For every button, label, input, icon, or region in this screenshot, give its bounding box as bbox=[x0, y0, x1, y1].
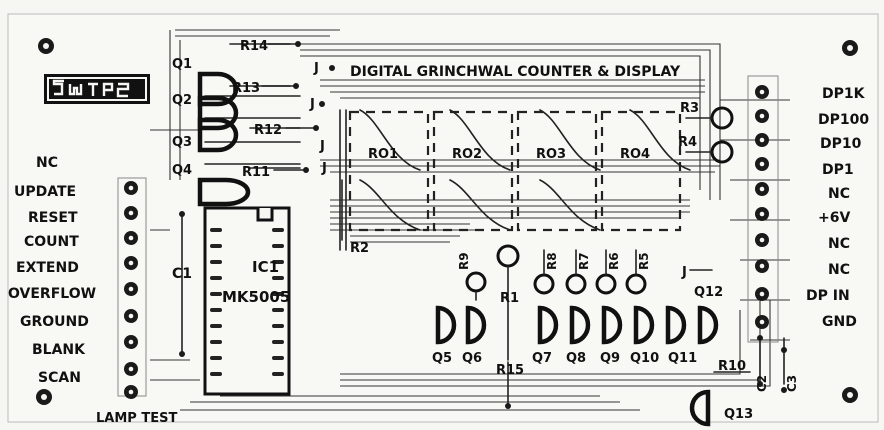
r11-label: R11 bbox=[242, 165, 270, 180]
svg-text:J: J bbox=[681, 265, 687, 280]
svg-text:J: J bbox=[319, 139, 325, 154]
r14-label: R14 bbox=[240, 39, 268, 54]
c1-capacitor: C1 bbox=[172, 211, 192, 357]
svg-text:J: J bbox=[309, 97, 315, 112]
vertical-resistors: R9 R1 R8 R7 R6 R5 bbox=[457, 244, 651, 361]
pin-label-scan: SCAN bbox=[38, 370, 81, 386]
right-connector-pins bbox=[747, 75, 779, 343]
pin-label-nc-right-3: NC bbox=[828, 262, 850, 278]
q6-label: Q6 bbox=[462, 351, 482, 366]
pin-label-gnd: GND bbox=[822, 314, 857, 330]
r10-c2-c3: R10 C2 C3 bbox=[713, 335, 799, 393]
right-pin-labels: DP1K DP100 DP10 DP1 NC +6V NC NC DP IN G… bbox=[806, 86, 869, 330]
left-pin-labels: NC UPDATE RESET COUNT EXTEND OVERFLOW GR… bbox=[8, 155, 177, 426]
ic1-ref-label: IC1 bbox=[252, 258, 279, 276]
pin-label-reset: RESET bbox=[28, 210, 78, 226]
svg-text:R2: R2 bbox=[350, 241, 369, 256]
svg-text:R5: R5 bbox=[637, 252, 651, 270]
lamp-test-label: LAMP TEST bbox=[96, 411, 177, 426]
svg-text:R1: R1 bbox=[500, 291, 519, 306]
q12-label: Q12 bbox=[694, 285, 723, 300]
r15-resistor: R15 bbox=[496, 361, 524, 409]
pin-label-dp10: DP10 bbox=[820, 136, 862, 152]
r10-label: R10 bbox=[718, 359, 746, 374]
display-ro2-label: RO2 bbox=[452, 147, 482, 162]
pin-label-ground: GROUND bbox=[20, 314, 89, 330]
q12-area: J Q12 bbox=[681, 265, 723, 300]
q8-label: Q8 bbox=[566, 351, 586, 366]
q13-label: Q13 bbox=[724, 407, 753, 422]
display-digits: RO1 RO2 RO3 RO4 bbox=[348, 110, 682, 232]
display-ro1-label: RO1 bbox=[368, 147, 398, 162]
q13-transistor: Q13 bbox=[689, 389, 753, 427]
pin-label-plus-6v: +6V bbox=[818, 210, 850, 226]
top-resistors: R14 R13 R12 R11 bbox=[232, 39, 319, 180]
q7-label: Q7 bbox=[532, 351, 552, 366]
display-ro4-label: RO4 bbox=[620, 147, 650, 162]
r13-label: R13 bbox=[232, 81, 260, 96]
r3-r4-resistors: R3 R4 bbox=[678, 101, 734, 164]
svg-text:R3: R3 bbox=[680, 101, 699, 116]
svg-text:R8: R8 bbox=[545, 252, 559, 270]
q10-label: Q10 bbox=[630, 351, 659, 366]
c3-label: C3 bbox=[785, 375, 799, 392]
board-title: DIGITAL GRINCHWAL COUNTER & DISPLAY bbox=[350, 64, 681, 80]
q5-label: Q5 bbox=[432, 351, 452, 366]
left-connector-pins bbox=[117, 177, 147, 399]
pin-label-dp-in: DP IN bbox=[806, 288, 850, 304]
svg-text:R6: R6 bbox=[607, 252, 621, 270]
copper-traces bbox=[150, 29, 790, 411]
pin-label-nc: NC bbox=[36, 155, 58, 171]
swtpc-logo bbox=[44, 74, 150, 104]
pin-label-extend: EXTEND bbox=[16, 260, 79, 276]
pin-label-count: COUNT bbox=[24, 234, 79, 250]
top-jumpers: J J J J bbox=[309, 61, 335, 176]
svg-text:R4: R4 bbox=[678, 135, 697, 150]
q11-label: Q11 bbox=[668, 351, 697, 366]
top-transistors: Q1 Q2 Q3 Q4 bbox=[172, 57, 251, 207]
svg-text:R9: R9 bbox=[457, 252, 471, 270]
pin-label-dp100: DP100 bbox=[818, 112, 869, 128]
pin-label-blank: BLANK bbox=[32, 342, 86, 358]
mounting-holes bbox=[36, 38, 858, 405]
r12-label: R12 bbox=[254, 123, 282, 138]
pin-label-dp1: DP1 bbox=[822, 162, 854, 178]
q2-label: Q2 bbox=[172, 93, 192, 108]
svg-text:R15: R15 bbox=[496, 363, 524, 378]
svg-text:C1: C1 bbox=[172, 266, 192, 282]
ic1-chip: IC1 MK5005 bbox=[203, 206, 291, 396]
ic1-part-label: MK5005 bbox=[222, 288, 290, 306]
c2-label: C2 bbox=[755, 375, 769, 392]
svg-text:J: J bbox=[313, 61, 319, 76]
pin-label-update: UPDATE bbox=[14, 184, 76, 200]
pin-label-nc-right-1: NC bbox=[828, 186, 850, 202]
r2-resistor: R2 bbox=[341, 179, 369, 256]
q1-label: Q1 bbox=[172, 57, 192, 72]
bottom-transistors: Q5 Q6 Q7 Q8 Q9 Q10 Q11 bbox=[432, 305, 719, 366]
q4-label: Q4 bbox=[172, 163, 192, 178]
pin-label-dp1k: DP1K bbox=[822, 86, 866, 102]
q3-label: Q3 bbox=[172, 135, 192, 150]
display-ro3-label: RO3 bbox=[536, 147, 566, 162]
svg-text:J: J bbox=[321, 161, 327, 176]
svg-text:R7: R7 bbox=[577, 252, 591, 270]
pin-label-overflow: OVERFLOW bbox=[8, 286, 96, 302]
q9-label: Q9 bbox=[600, 351, 620, 366]
pin-label-nc-right-2: NC bbox=[828, 236, 850, 252]
